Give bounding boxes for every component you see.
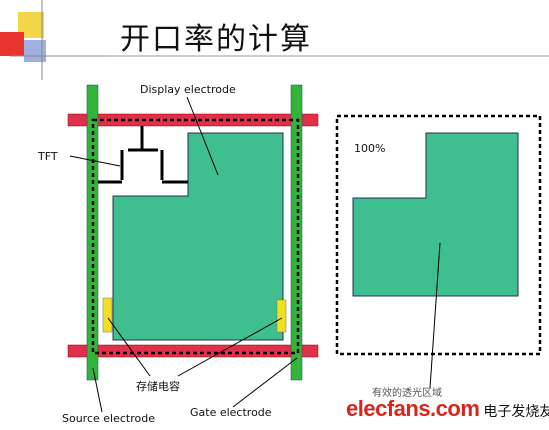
effective-area-diagram bbox=[335, 114, 542, 389]
display-electrode-label: Display electrode bbox=[140, 83, 236, 96]
decor-red-square bbox=[0, 32, 24, 56]
capacitor-pointer-left bbox=[107, 317, 151, 377]
gate-pointer bbox=[232, 357, 298, 408]
source-pointer bbox=[92, 367, 103, 413]
page-title: 开口率的计算 bbox=[120, 22, 312, 57]
brand-cn: 电子发烧友 bbox=[483, 404, 549, 420]
pixel-boundary bbox=[91, 118, 300, 355]
decor-blue-square bbox=[24, 40, 46, 62]
tft-symbol bbox=[98, 126, 188, 184]
effective-area bbox=[352, 132, 519, 297]
display-electrode bbox=[112, 132, 284, 341]
storage-capacitor-right bbox=[276, 299, 287, 333]
brand-name: elecfans.com bbox=[346, 396, 480, 421]
source-line-right bbox=[290, 84, 303, 381]
gate-line-bottom bbox=[67, 344, 319, 358]
area-boundary bbox=[335, 114, 542, 356]
capacitor-pointer-right bbox=[177, 317, 283, 377]
display-electrode-pointer bbox=[186, 96, 219, 176]
storage-capacitor-label: 存储电容 bbox=[136, 380, 180, 393]
storage-capacitor-left bbox=[102, 297, 113, 333]
corner-decoration bbox=[0, 0, 120, 80]
effective-area-pointer bbox=[429, 242, 441, 389]
effective-area-label: 有效的透光区域 bbox=[372, 388, 442, 399]
gate-electrode-label: Gate electrode bbox=[190, 406, 272, 419]
pixel-diagram bbox=[67, 84, 319, 413]
percent-label: 100% bbox=[354, 142, 386, 155]
tft-label: TFT bbox=[38, 150, 58, 163]
tft-pointer bbox=[69, 155, 121, 167]
source-electrode-label: Source electrode bbox=[62, 412, 155, 425]
